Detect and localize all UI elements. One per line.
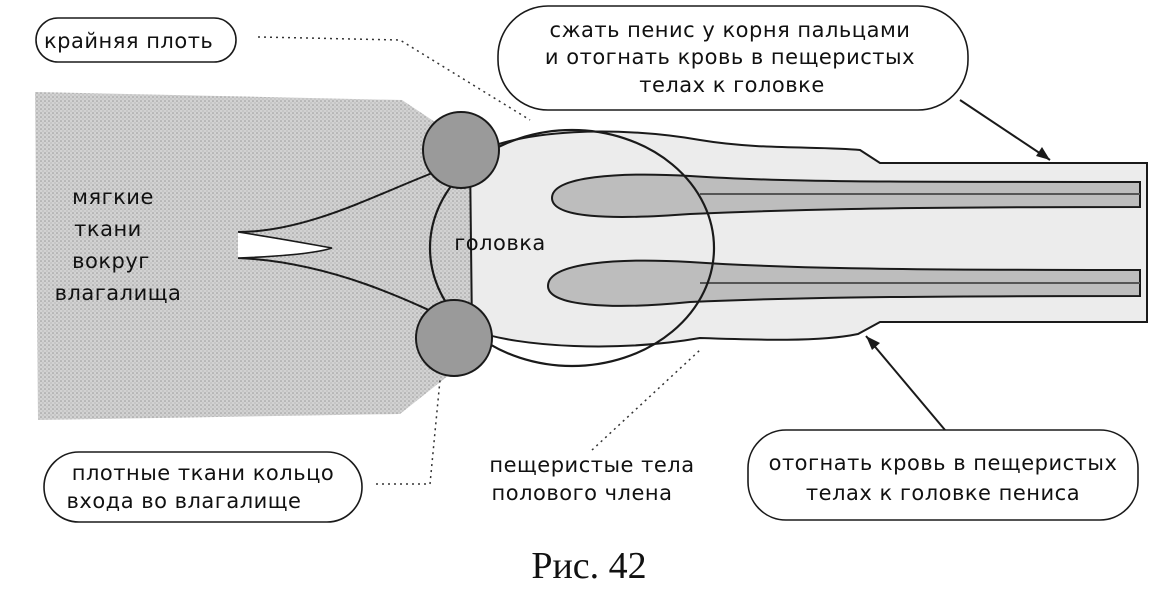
instruction-top-line-1: сжать пенис у корня пальцами (550, 18, 911, 42)
instruction-bottom-line-2: телах к головке пениса (806, 481, 1080, 505)
cavernous-line-2: полового члена (492, 481, 673, 505)
foreskin-callout (35, 17, 237, 63)
arrow-bottom-head (866, 336, 880, 350)
arrow-top-head (1036, 147, 1050, 160)
leader-dense-ring (376, 379, 441, 485)
arrow-bottom (865, 335, 946, 431)
dense-ring-line-2: входа во влагалище (67, 489, 302, 513)
instruction-top-callout (497, 5, 969, 111)
instruction-bottom-line-1: отогнать кровь в пещеристых (769, 451, 1118, 475)
glans-label: головка (454, 231, 546, 255)
instruction-bottom-callout (747, 429, 1139, 521)
entrance-ring-lower (415, 299, 493, 377)
arrow-top (959, 99, 1051, 161)
soft-tissue-line-3: вокруг (72, 249, 150, 273)
figure-caption: Рис. 42 (531, 545, 646, 587)
soft-tissue-line-1: мягкие (72, 185, 154, 209)
foreskin-label: крайняя плоть (44, 29, 213, 53)
leader-cavernous (591, 349, 701, 451)
dense-ring-line-1: плотные ткани кольцо (72, 461, 334, 485)
cavernous-line-1: пещеристые тела (489, 453, 694, 477)
entrance-ring-upper (422, 111, 500, 189)
vaginal-cleft (237, 231, 333, 259)
penis-shaft (468, 130, 1148, 348)
instruction-top-line-2: и отогнать кровь в пещеристых (545, 45, 915, 69)
glans-shape (428, 128, 716, 368)
instruction-top-line-3: телах к головке (639, 73, 825, 97)
soft-tissue-line-2: ткани (74, 217, 142, 241)
soft-tissue-line-4: влагалища (55, 281, 182, 305)
dense-ring-callout (43, 451, 363, 523)
